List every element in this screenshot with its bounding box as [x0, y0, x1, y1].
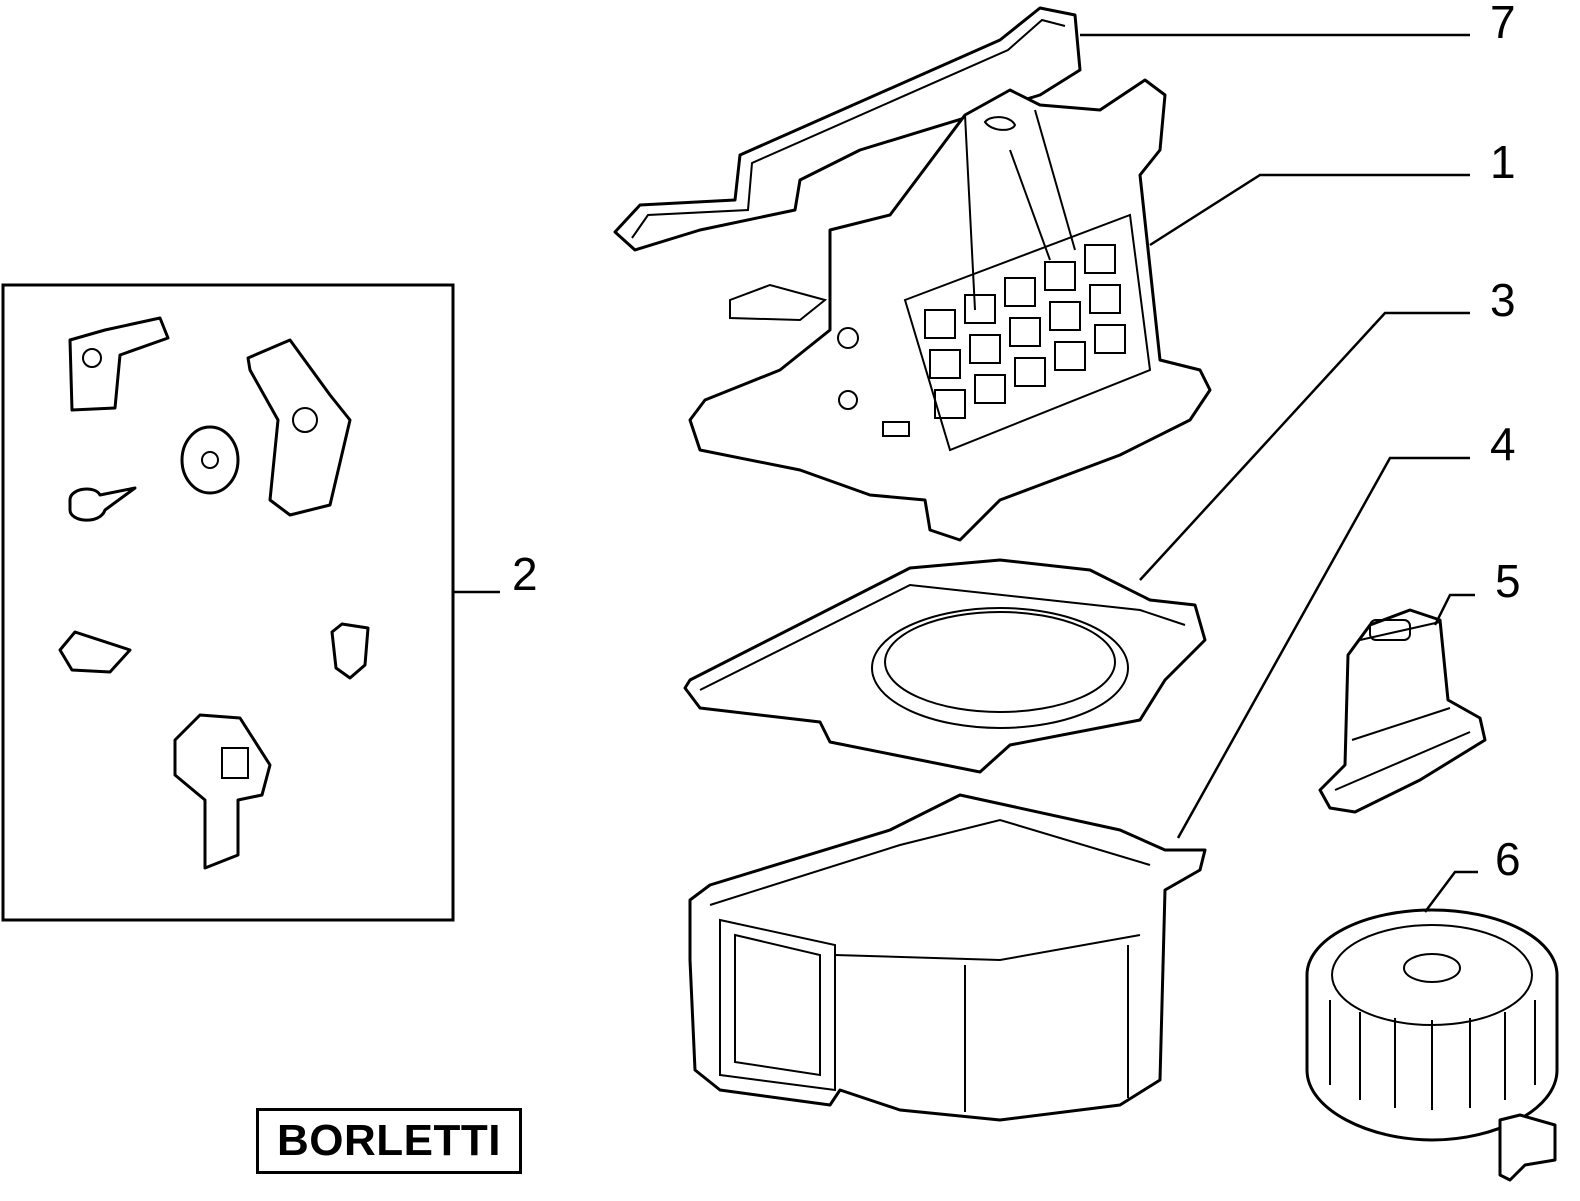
part-5-resistor [1318, 608, 1487, 814]
kit-switch-connector [173, 713, 272, 870]
brand-label-box: BORLETTI [256, 1108, 522, 1174]
leader-5 [1433, 593, 1475, 626]
part-2-kit-box [1, 283, 455, 922]
kit-lever-plate [246, 338, 352, 517]
leader-4 [1176, 456, 1470, 839]
leader-6 [1424, 870, 1478, 913]
callout-3: 3 [1490, 274, 1516, 326]
leader-3 [1139, 311, 1470, 581]
part-7-seal-strip [613, 6, 1082, 252]
callout-2: 2 [512, 548, 538, 600]
callout-4: 4 [1490, 418, 1516, 470]
kit-cap [330, 622, 370, 680]
kit-clip [58, 630, 132, 674]
part-6-blower-motor [1305, 908, 1559, 1182]
part-3-filter-frame [683, 558, 1207, 774]
kit-bracket [68, 316, 170, 412]
callout-6: 6 [1495, 833, 1521, 885]
kit-screw [68, 486, 137, 522]
callout-5: 5 [1495, 555, 1521, 607]
leader-1 [1149, 173, 1470, 247]
leader-lines [453, 33, 1478, 913]
brand-label: BORLETTI [277, 1116, 501, 1165]
part-1-intake-housing [688, 78, 1212, 542]
kit-gear [180, 425, 240, 495]
callout-7: 7 [1490, 0, 1516, 48]
callout-1: 1 [1490, 136, 1516, 188]
part-4-blower-housing [688, 793, 1207, 1122]
